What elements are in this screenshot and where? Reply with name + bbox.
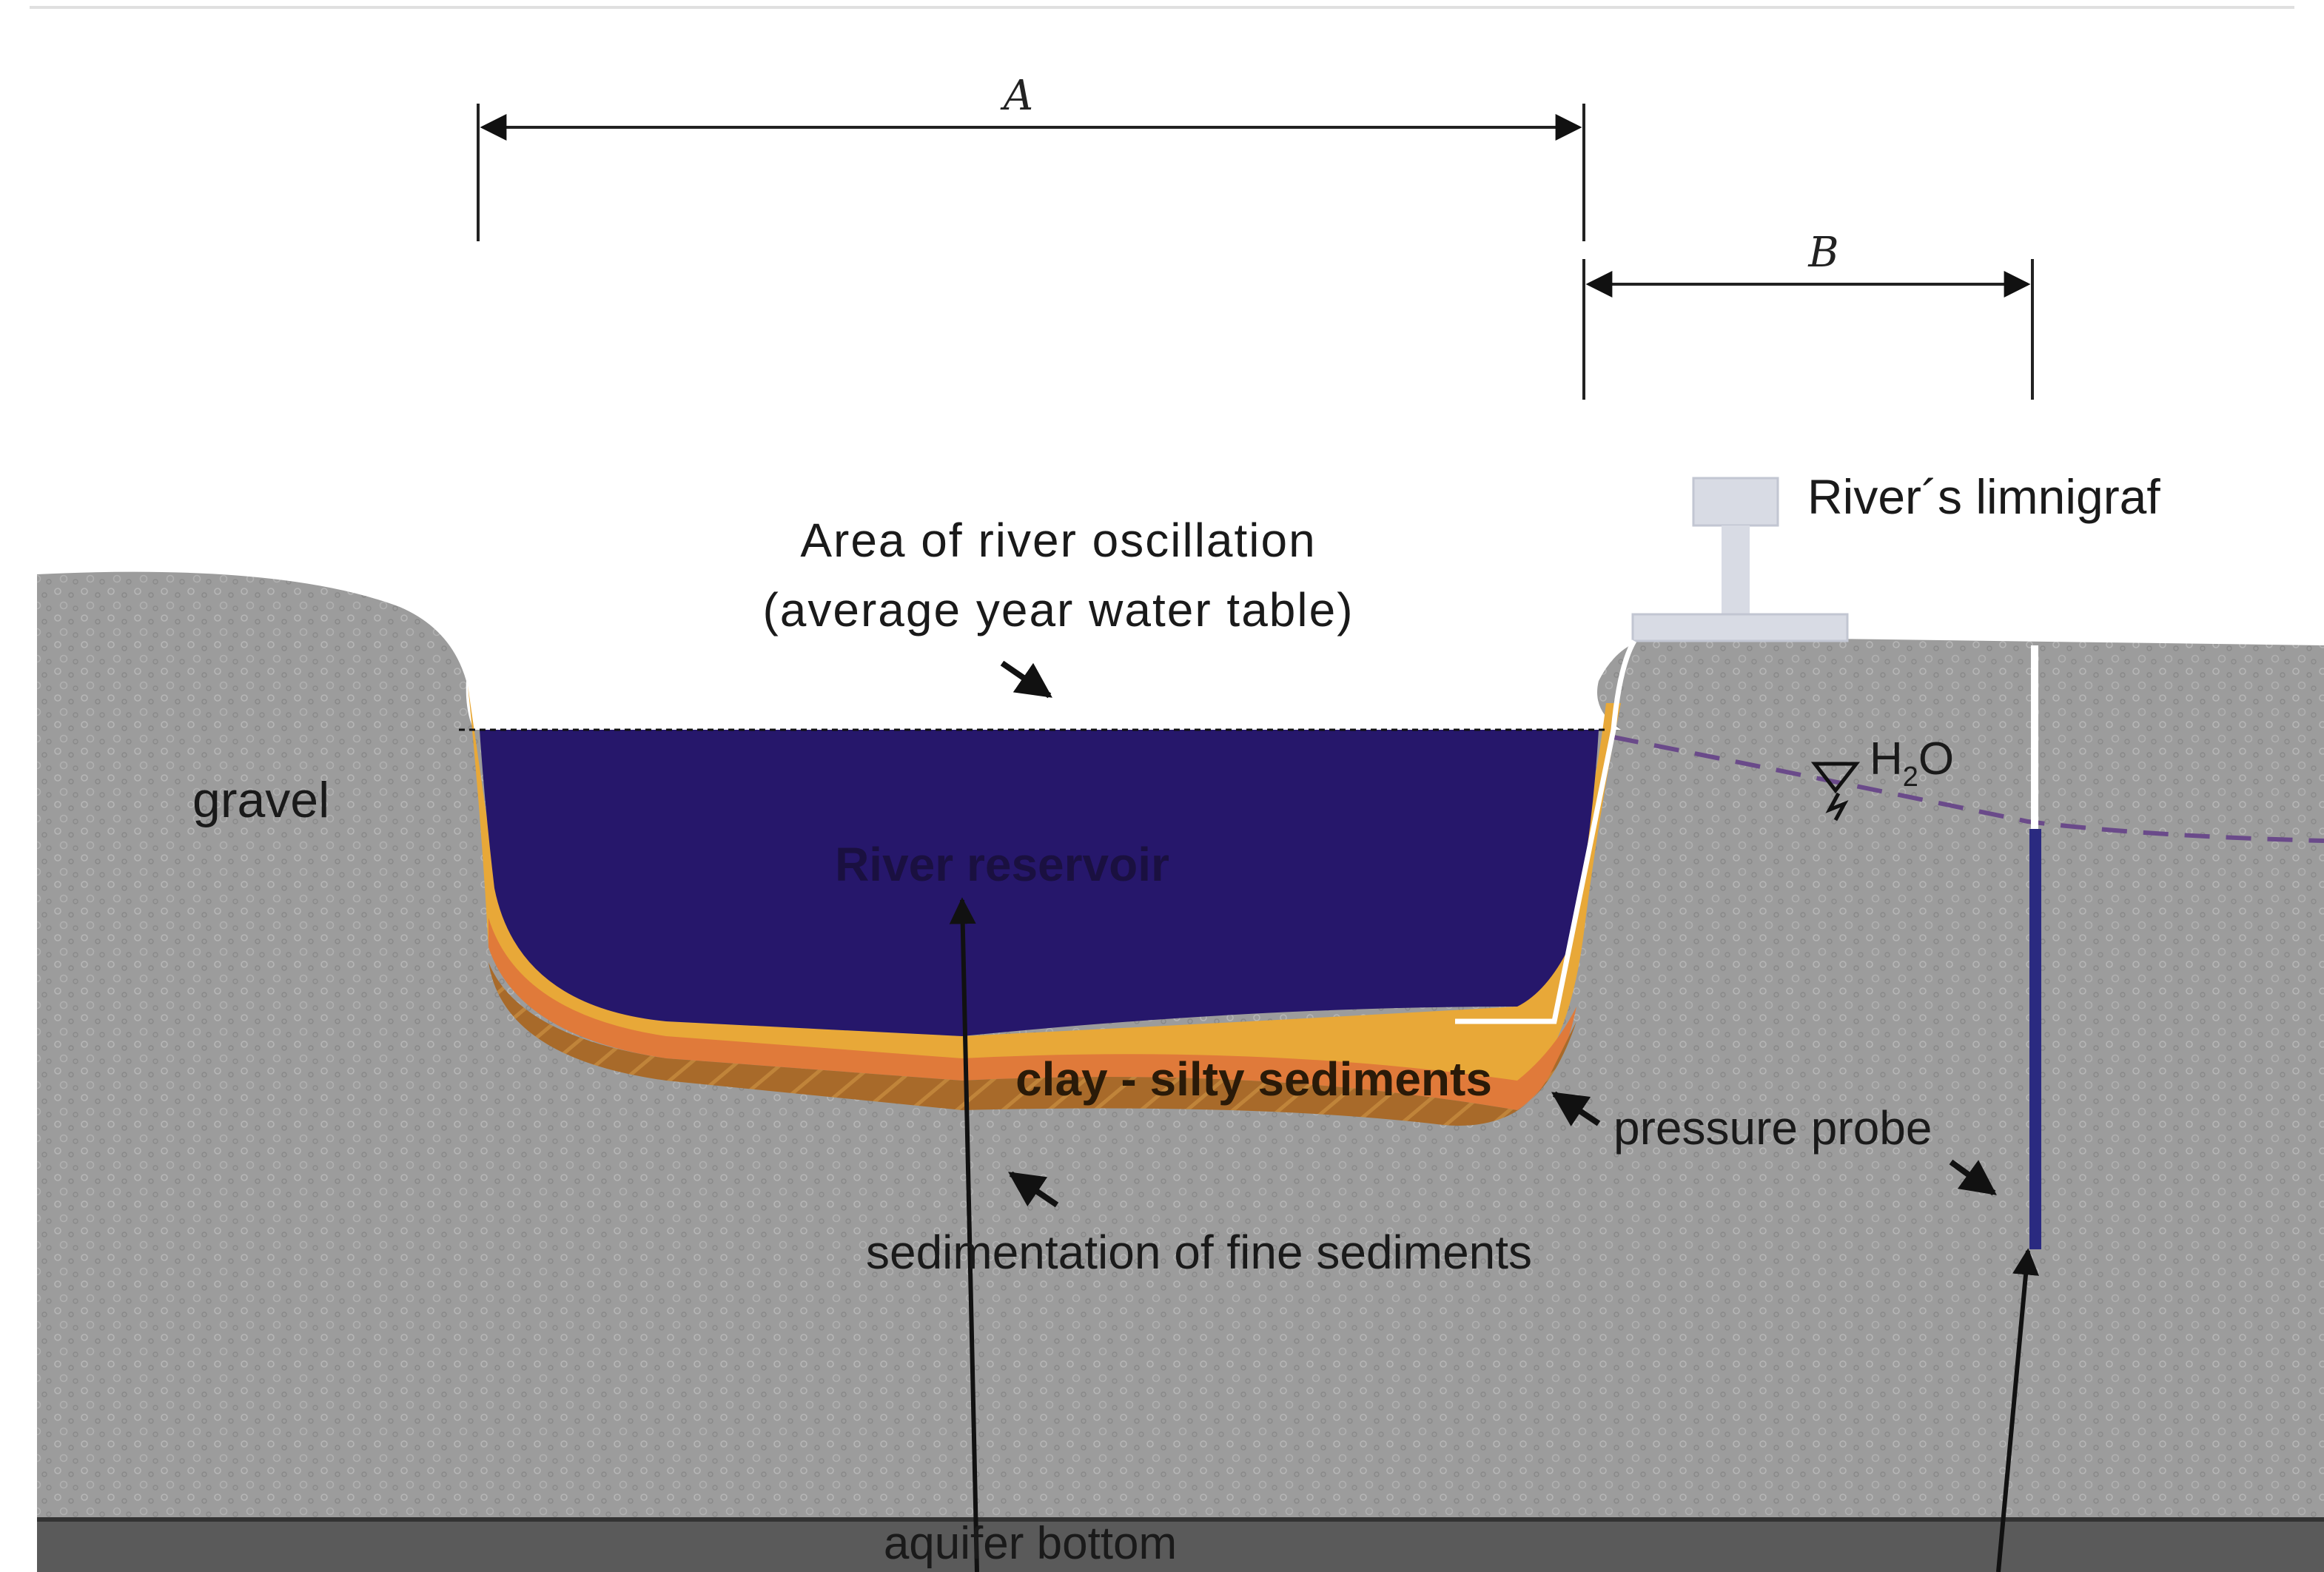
oscillation-label-line1: Area of river oscillation: [800, 514, 1316, 567]
water-symbol-label: H2O: [1870, 733, 1954, 793]
river-reservoir-label: River reservoir: [835, 838, 1169, 891]
oscillation-pointer-arrow: [1000, 660, 1052, 699]
dimension-a: [477, 104, 1585, 241]
dimension-b: [1582, 259, 2034, 400]
oscillation-label-line2: (average year water table): [762, 583, 1354, 636]
gravel-label: gravel: [192, 772, 329, 828]
limnigraph-icon: [1455, 477, 1849, 1024]
pressure-probe-pointer-arrow: [1949, 1159, 1997, 1196]
river-reservoir-long-arrow: [949, 897, 979, 1572]
pressure-probe-bar: [2029, 829, 2041, 1249]
dimension-b-label: B: [1807, 229, 1838, 277]
aquifer-bottom-layer: [37, 1517, 2324, 1572]
water-table-symbol-icon: [1810, 762, 1861, 822]
channel-air: [466, 681, 1621, 730]
sediment-brown-layer: [488, 962, 1576, 1126]
river-water: [480, 730, 1599, 1036]
limnigraph-label: River´s limnigraf: [1807, 469, 2160, 524]
sediment-light-layer: [468, 685, 1621, 1095]
aquifer-bottom-label: aquifer bottom: [884, 1518, 1177, 1569]
pressure-probe-label: pressure probe: [1613, 1101, 1932, 1155]
sediment-orange-layer: [488, 918, 1576, 1110]
observation-well: [2031, 645, 2038, 829]
fine-sediments-label: sedimentation of fine sediments: [866, 1226, 1532, 1279]
groundwater-table-curve: [1613, 735, 2324, 843]
fine-sediments-pointer-arrow: [1008, 1171, 1059, 1208]
pressure-probe-long-arrow: [1996, 1248, 2039, 1572]
dimension-a-label: A: [1000, 72, 1033, 120]
clay-pointer-arrow: [1551, 1091, 1601, 1126]
clay-sediments-label: clay - silty sediments: [1015, 1052, 1492, 1106]
